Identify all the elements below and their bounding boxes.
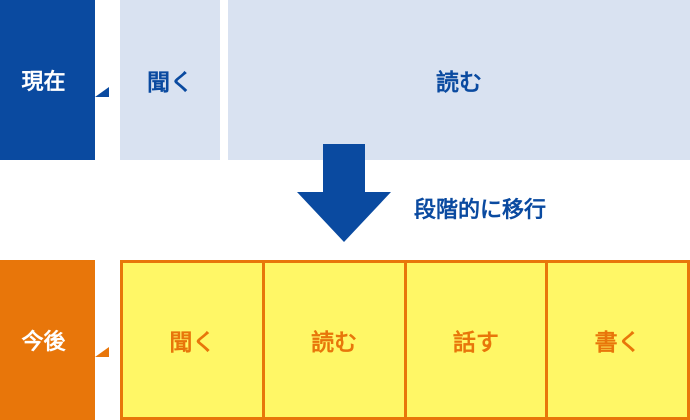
future-skill-read-label: 読む bbox=[311, 330, 358, 356]
current-skill-read: 読む bbox=[228, 0, 690, 160]
future-label-tab: 今後 bbox=[0, 260, 109, 420]
future-skill-speak: 話す bbox=[403, 263, 546, 417]
transition-label: 段階的に移行 bbox=[414, 198, 547, 223]
down-arrow-icon bbox=[297, 144, 391, 242]
current-skill-listen: 聞く bbox=[120, 0, 220, 160]
future-label: 今後 bbox=[21, 330, 66, 355]
future-skill-read: 読む bbox=[261, 263, 404, 417]
current-skill-read-label: 読む bbox=[436, 70, 482, 96]
future-skill-write: 書く bbox=[545, 263, 687, 417]
current-label-tab: 現在 bbox=[0, 0, 109, 160]
future-skill-speak-label: 話す bbox=[452, 330, 499, 356]
future-skill-write-label: 書く bbox=[594, 330, 641, 356]
future-skill-listen-label: 聞く bbox=[169, 330, 216, 356]
future-skills-row: 聞く 読む 話す 書く bbox=[120, 260, 690, 420]
current-label: 現在 bbox=[21, 70, 66, 95]
future-skill-listen: 聞く bbox=[123, 263, 262, 417]
current-skill-listen-label: 聞く bbox=[147, 70, 193, 96]
